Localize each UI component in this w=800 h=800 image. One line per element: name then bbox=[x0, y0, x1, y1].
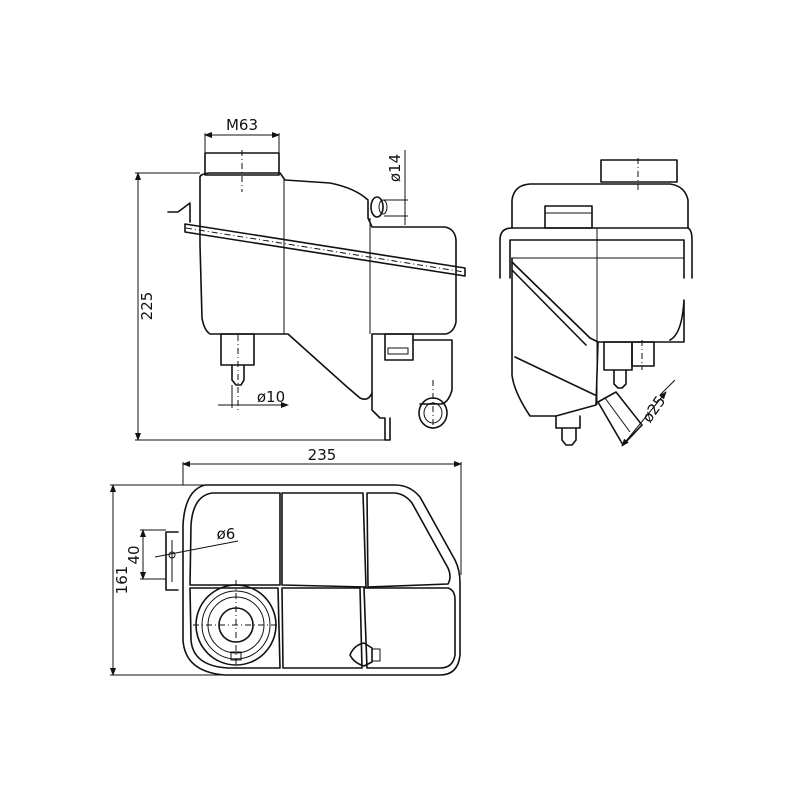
small-outlet bbox=[370, 196, 384, 218]
mount-hole-label: ø6 bbox=[217, 525, 236, 543]
top-view bbox=[165, 484, 461, 676]
end-strap bbox=[499, 227, 693, 279]
bottom-outlet-label: ø10 bbox=[257, 388, 285, 406]
cap-thread-label: M63 bbox=[226, 116, 258, 134]
side-view-dimensions: M63 225 ø14 ø10 bbox=[135, 116, 408, 441]
small-outlet-label: ø14 bbox=[386, 154, 404, 182]
length-label: 235 bbox=[308, 446, 337, 464]
end-view-dimensions: ø25 bbox=[621, 379, 676, 447]
top-view-dimensions: 235 161 40 ø6 bbox=[110, 446, 462, 676]
height-label: 225 bbox=[138, 292, 156, 321]
width-label: 161 bbox=[113, 566, 131, 595]
top-outline bbox=[182, 484, 461, 676]
end-filler-cap bbox=[600, 159, 678, 183]
end-body-top bbox=[511, 183, 689, 229]
end-view bbox=[499, 158, 693, 446]
mounting-strap bbox=[184, 223, 466, 277]
mount-spacing-label: 40 bbox=[125, 545, 143, 564]
side-view bbox=[167, 150, 466, 441]
